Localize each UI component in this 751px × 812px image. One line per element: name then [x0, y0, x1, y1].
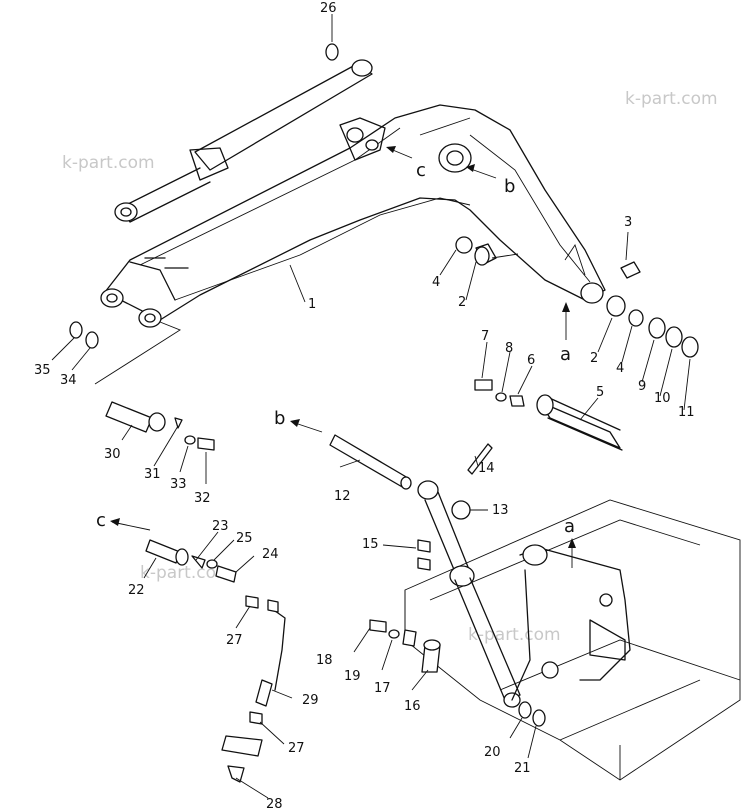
- callout-2-upper: 2: [458, 295, 466, 310]
- callout-30: 30: [104, 447, 121, 462]
- watermark-top-right: k-part.com: [625, 89, 718, 109]
- bolt-32: [197, 437, 215, 451]
- callout-18: 18: [316, 653, 333, 668]
- pin-5-assembly: [474, 379, 623, 451]
- grease-line-assembly: [221, 595, 286, 783]
- callout-16: 16: [404, 699, 421, 714]
- callout-33: 33: [170, 477, 187, 492]
- callout-14: 14: [478, 461, 495, 476]
- callout-10: 10: [654, 391, 671, 406]
- ref-letter-c-lower: c: [96, 510, 106, 531]
- callout-20: 20: [484, 745, 501, 760]
- boom: [100, 104, 606, 328]
- washer-20: [518, 701, 532, 719]
- callout-9: 9: [638, 379, 646, 394]
- callout-27-lower: 27: [288, 741, 305, 756]
- washer-21: [532, 709, 546, 727]
- shim-9: [648, 317, 666, 339]
- fitting-28: [227, 765, 245, 783]
- shim-11: [681, 336, 699, 358]
- callout-4-upper: 4: [432, 275, 440, 290]
- ref-letter-a-lower: a: [564, 516, 575, 537]
- washer-25: [206, 559, 218, 569]
- callout-35: 35: [34, 363, 51, 378]
- bolt-18: [369, 619, 387, 633]
- callout-17: 17: [374, 681, 391, 696]
- callout-28: 28: [266, 797, 283, 812]
- plate-6: [509, 395, 525, 407]
- leader-lines: [51, 14, 691, 799]
- boom-cylinder: [114, 43, 373, 223]
- washer-8: [495, 392, 507, 402]
- callout-22: 22: [128, 583, 145, 598]
- callout-15: 15: [362, 537, 379, 552]
- callout-7: 7: [481, 329, 489, 344]
- nut-15a: [417, 539, 431, 553]
- washer-19: [388, 629, 400, 639]
- callout-13: 13: [492, 503, 509, 518]
- callout-2-lower: 2: [590, 351, 598, 366]
- callout-19: 19: [344, 669, 361, 684]
- ref-letter-c-upper: c: [416, 160, 426, 181]
- pin-22-assembly: [145, 539, 237, 583]
- pin-31: [174, 417, 183, 429]
- callout-25: 25: [236, 531, 253, 546]
- callout-3: 3: [624, 215, 632, 230]
- bolt-14: [467, 443, 493, 475]
- plate-17: [402, 629, 417, 647]
- callout-11: 11: [678, 405, 695, 420]
- callout-12: 12: [334, 489, 351, 504]
- boom-cylinder-lower: [417, 443, 531, 708]
- grease-fitting-3: [620, 261, 641, 279]
- bracket: [221, 735, 263, 757]
- fitting-27-upper: [245, 595, 259, 609]
- callout-1: 1: [308, 297, 316, 312]
- pin-30: [105, 401, 215, 451]
- callout-4-lower: 4: [616, 361, 624, 376]
- nut-15b: [417, 557, 431, 571]
- callout-5: 5: [596, 385, 604, 400]
- callout-8: 8: [505, 341, 513, 356]
- callout-27-upper: 27: [226, 633, 243, 648]
- watermark-bottom-center: k-part.com: [468, 625, 561, 645]
- washer-35: [69, 321, 83, 339]
- washer-26: [325, 43, 339, 61]
- washer-33: [184, 435, 196, 445]
- bushings-and-washers: [455, 236, 699, 358]
- callout-31: 31: [144, 467, 161, 482]
- reference-arrows: [110, 146, 576, 568]
- callout-23: 23: [212, 519, 229, 534]
- bushing-13: [451, 500, 471, 520]
- shim-10: [665, 326, 683, 348]
- bolt-24: [215, 565, 237, 583]
- bolt-7: [474, 379, 493, 391]
- washer-34: [85, 331, 99, 349]
- pin-16-assembly: [369, 619, 559, 727]
- bushing-4-upper: [455, 236, 473, 254]
- callout-24: 24: [262, 547, 279, 562]
- bushing-2-lower: [606, 295, 626, 317]
- callout-34: 34: [60, 373, 77, 388]
- watermark-top-left: k-part.com: [62, 153, 155, 173]
- callout-6: 6: [527, 353, 535, 368]
- callout-21: 21: [514, 761, 531, 776]
- ref-letter-a-upper: a: [560, 344, 571, 365]
- callout-32: 32: [194, 491, 211, 506]
- bushing-4-lower: [628, 309, 644, 327]
- callout-26: 26: [320, 1, 337, 16]
- pin-12: [329, 434, 412, 490]
- ref-letter-b-upper: b: [504, 176, 515, 197]
- callout-29: 29: [302, 693, 319, 708]
- ref-letter-b-lower: b: [274, 408, 285, 429]
